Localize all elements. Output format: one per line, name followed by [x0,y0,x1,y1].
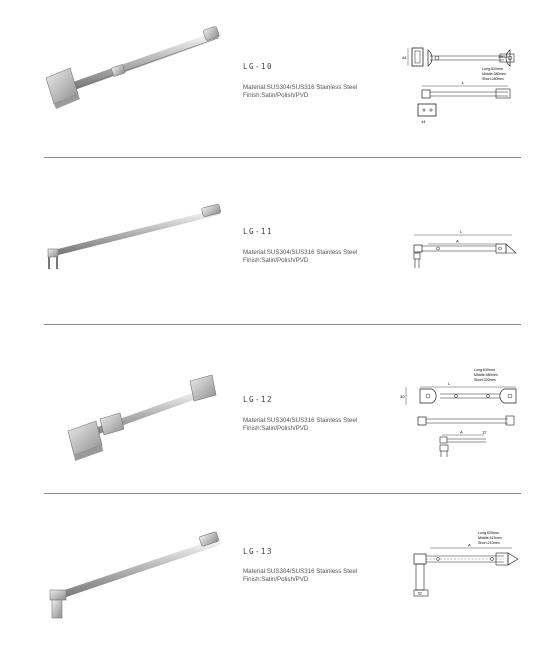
dim-label: L [460,229,463,234]
product-row-lg11: LG-11 Material:SUS304/SUS316 Stainless S… [0,165,557,315]
dim-label: 30 [400,394,405,399]
dim-label: Short:280mm [482,77,504,81]
product-row-lg12: LG-12 Material:SUS304/SUS316 Stainless S… [0,333,557,483]
technical-drawing: L A [413,229,517,268]
product-photo [45,26,222,109]
dim-label: A [468,543,471,548]
finish-text: Finish:Satin/Polish/PVD [243,92,309,99]
dim-label: A [460,430,463,435]
product-spec: Material:SUS304/SUS316 Stainless Steel F… [243,249,357,265]
dim-label: Short:210mm [478,541,500,545]
row-separator [44,157,521,158]
dim-label: L [462,80,465,85]
technical-drawing: Long:630mm Middle:480mm Short:320mm L 30… [400,368,517,457]
finish-text: Finish:Satin/Polish/PVD [243,425,309,432]
product-photo [49,531,222,619]
product-spec: Material:SUS304/SUS316 Stainless Steel F… [243,568,357,584]
dim-label: 12 [482,430,487,435]
material-text: Material:SUS304/SUS316 Stainless Steel [243,249,358,256]
material-text: Material:SUS304/SUS316 Stainless Steel [243,84,358,91]
dim-label: L [448,381,451,386]
technical-drawing: 44 19x19 Long:520mm Middle:380mm Short:2… [402,47,515,124]
dim-label: Middle:480mm [474,373,498,377]
product-row-lg13: LG-13 Material:SUS304/SUS316 Stainless S… [0,500,557,650]
product-photo [67,374,217,461]
product-code: LG-13 [243,547,274,556]
row-separator [44,493,521,494]
technical-drawing: Long:625mm Middle:415mm Short:210mm A 52 [413,531,519,597]
dim-label: 44 [421,119,426,124]
dim-label: 44 [402,55,407,60]
dim-label: A [456,239,459,244]
finish-text: Finish:Satin/Polish/PVD [243,576,309,583]
product-code: LG-11 [243,227,274,236]
row-separator [44,324,521,325]
material-text: Material:SUS304/SUS316 Stainless Steel [243,568,358,575]
dim-label: Long:625mm [478,531,499,535]
product-row-lg10: LG-10 Material:SUS304/SUS316 Stainless S… [0,0,557,150]
finish-text: Finish:Satin/Polish/PVD [243,257,309,264]
dim-label: Long:630mm [474,368,495,372]
dim-label: 52 [418,592,422,596]
product-code: LG-10 [243,62,274,71]
dim-label: Middle:415mm [478,536,502,540]
dim-label: Middle:380mm [482,72,506,76]
dim-label: Long:520mm [482,67,503,71]
product-photo [47,204,221,269]
material-text: Material:SUS304/SUS316 Stainless Steel [243,417,358,424]
product-spec: Material:SUS304/SUS316 Stainless Steel F… [243,84,357,100]
product-code: LG-12 [243,395,274,404]
dim-label: Short:320mm [474,378,496,382]
product-spec: Material:SUS304/SUS316 Stainless Steel F… [243,417,357,433]
dim-label: 19x19 [498,55,508,59]
